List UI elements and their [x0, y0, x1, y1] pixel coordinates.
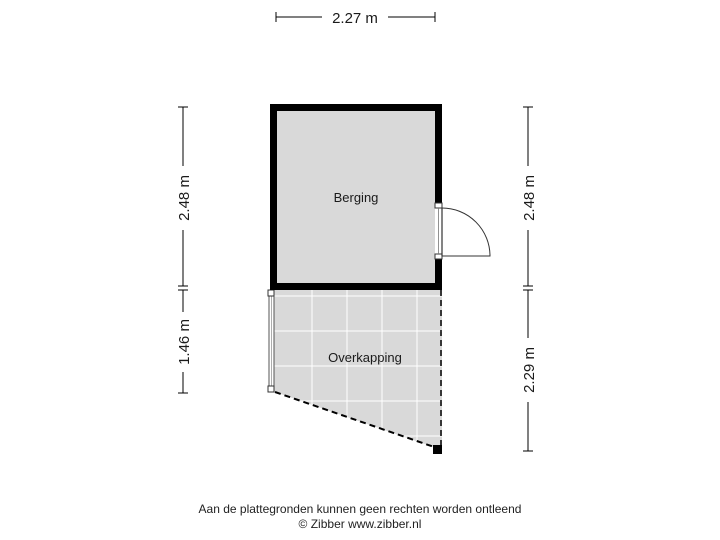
overkapping-area — [267, 289, 442, 454]
berging-floor — [277, 111, 435, 283]
footer-disclaimer: Aan de plattegronden kunnen geen rechten… — [198, 502, 522, 516]
dimension-top-label: 2.27 m — [332, 10, 378, 27]
room-label-berging: Berging — [334, 190, 379, 205]
berging-room — [270, 104, 491, 290]
door-swing-icon — [441, 207, 491, 257]
dimension-top — [275, 12, 436, 22]
overkapping-dashed-edge — [274, 391, 438, 449]
footer-copyright: © Zibber www.zibber.nl — [298, 517, 422, 531]
post-marker — [433, 445, 442, 454]
overkapping-floor — [270, 290, 442, 450]
dimension-left-lower-label: 1.46 m — [176, 319, 193, 365]
dimension-right-upper-label: 2.48 m — [521, 175, 538, 221]
dimension-left-upper-label: 2.48 m — [176, 175, 193, 221]
dimension-right — [523, 106, 533, 452]
dimension-right-lower-label: 2.29 m — [521, 347, 538, 393]
dimension-left — [178, 106, 188, 394]
room-label-overkapping: Overkapping — [328, 350, 402, 365]
